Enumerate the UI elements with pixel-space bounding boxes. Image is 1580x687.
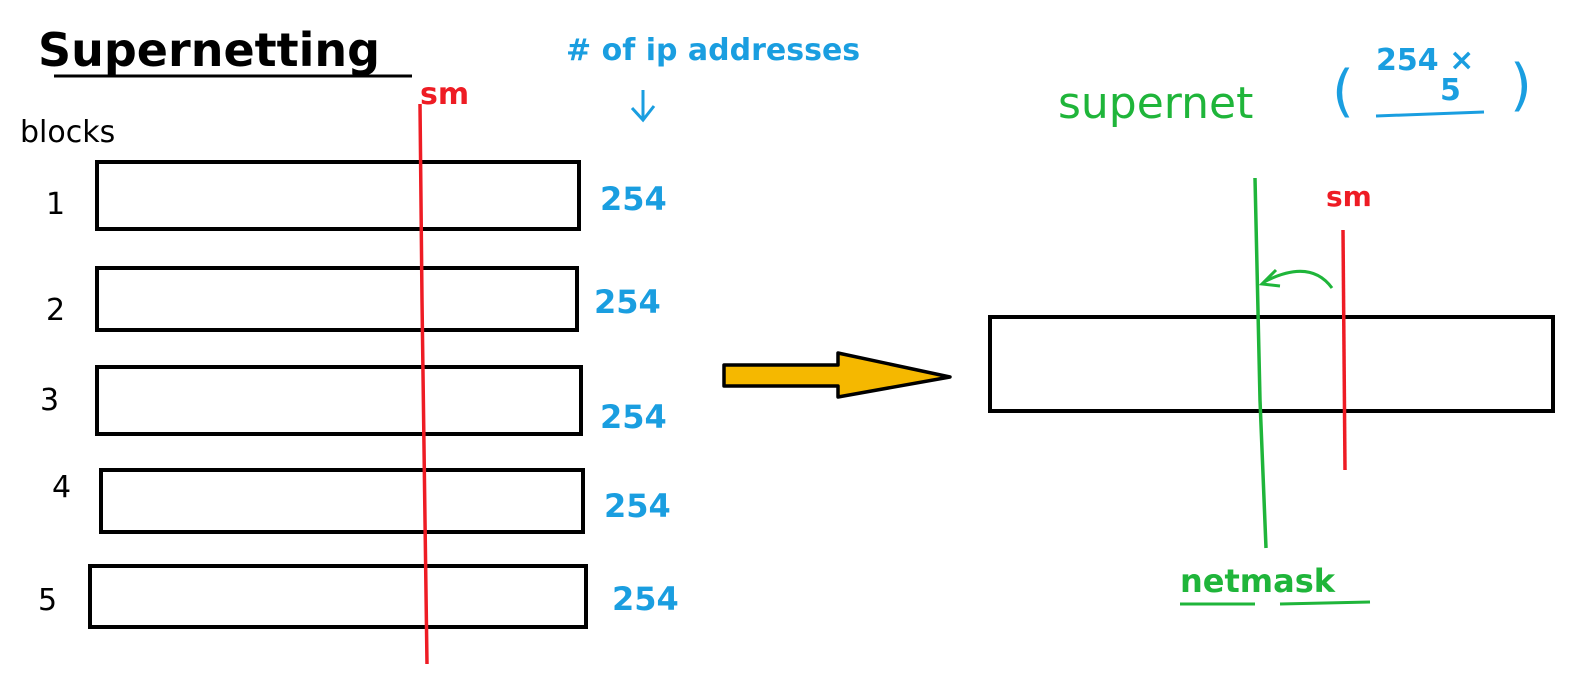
- ip-addresses-header: # of ip addresses: [566, 33, 860, 68]
- block-ip-count: 254: [604, 487, 671, 525]
- supernet-close-paren: ): [1510, 53, 1532, 118]
- block-number: 3: [40, 383, 59, 418]
- shift-left-arrow-icon: [1258, 268, 1334, 289]
- subnet-mask-line: [418, 103, 429, 665]
- transform-arrow-icon: [722, 351, 952, 399]
- subnet-mask-label: sm: [420, 77, 469, 112]
- block-number: 5: [38, 583, 57, 618]
- netmask-underline-2: [1279, 600, 1371, 606]
- block-rect: [95, 266, 579, 332]
- block-ip-count: 254: [600, 180, 667, 218]
- block-rect: [99, 468, 585, 534]
- supernet-factor-bottom: 5: [1440, 73, 1461, 108]
- down-arrow-icon: [630, 90, 656, 123]
- block-ip-count: 254: [600, 398, 667, 436]
- block-ip-count: 254: [594, 283, 661, 321]
- supernet-factor-underline: [1375, 110, 1485, 118]
- block-3: 3 254: [40, 365, 667, 436]
- block-number: 4: [52, 470, 71, 505]
- supernet-label: supernet: [1058, 78, 1253, 129]
- supernet-factor-top: 254 ×: [1376, 43, 1474, 78]
- block-number: 2: [46, 293, 65, 328]
- block-ip-count: 254: [612, 580, 679, 618]
- block-list: 1 254 2 254 3 254 4 254 5 254: [38, 160, 679, 629]
- page-title: Supernetting: [38, 23, 380, 77]
- supernet-subnet-mask-label: sm: [1326, 180, 1372, 213]
- blocks-label: blocks: [20, 115, 115, 150]
- netmask-label: netmask: [1180, 562, 1336, 600]
- block-5: 5 254: [38, 564, 679, 629]
- netmask-line: [1253, 177, 1268, 549]
- block-2: 2 254: [46, 266, 661, 332]
- supernet-subnet-mask-line: [1341, 229, 1347, 471]
- block-rect: [95, 160, 581, 231]
- block-rect: [88, 564, 588, 629]
- supernet-open-paren: (: [1332, 59, 1354, 124]
- block-1: 1 254: [46, 160, 667, 231]
- block-4: 4 254: [52, 468, 671, 534]
- block-number: 1: [46, 187, 65, 222]
- supernet-block: [988, 315, 1555, 413]
- block-rect: [95, 365, 583, 436]
